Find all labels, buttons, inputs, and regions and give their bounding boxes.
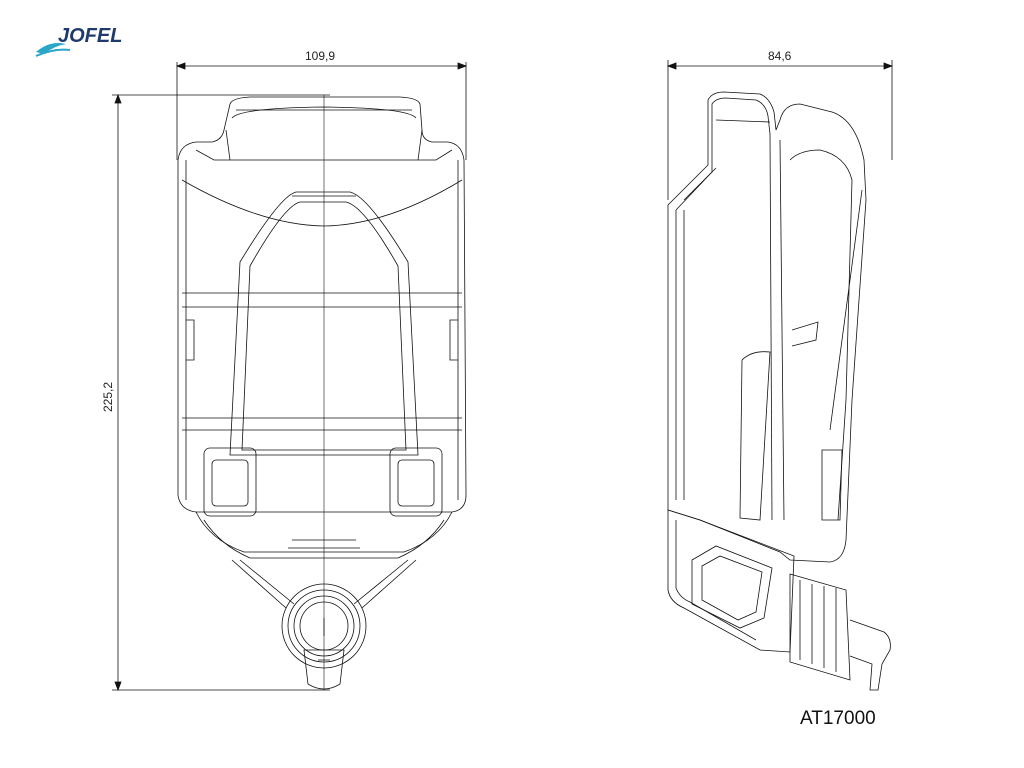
- front-window-inner: [241, 201, 407, 451]
- side-view: [667, 91, 891, 691]
- jofel-logo: JOFEL: [35, 25, 122, 57]
- front-width-dimension: 109,9: [175, 49, 468, 160]
- front-nozzle-tip: [303, 649, 345, 690]
- logo-wave-icon: [36, 43, 66, 54]
- side-bottom-module: [667, 509, 795, 653]
- logo-wave-icon-2: [35, 48, 71, 57]
- side-button: [691, 545, 773, 629]
- front-window-outer: [229, 191, 419, 456]
- front-top-cap: [177, 96, 467, 513]
- front-view: [177, 95, 467, 690]
- logo-text: JOFEL: [58, 25, 122, 47]
- height-label: 225,2: [101, 382, 115, 412]
- side-spout: [849, 619, 891, 691]
- front-right-button: [389, 447, 443, 517]
- model-code: AT17000: [800, 708, 876, 729]
- front-left-button: [203, 447, 257, 517]
- side-pump: [789, 573, 851, 681]
- front-width-label: 109,9: [305, 49, 335, 63]
- height-dimension: 225,2: [101, 93, 330, 692]
- front-nozzle-ring: [281, 583, 367, 669]
- side-body-outline: [667, 91, 867, 563]
- front-bottom-body: [195, 511, 453, 553]
- side-depth-label: 84,6: [768, 49, 792, 63]
- side-depth-dimension: 84,6: [666, 49, 894, 200]
